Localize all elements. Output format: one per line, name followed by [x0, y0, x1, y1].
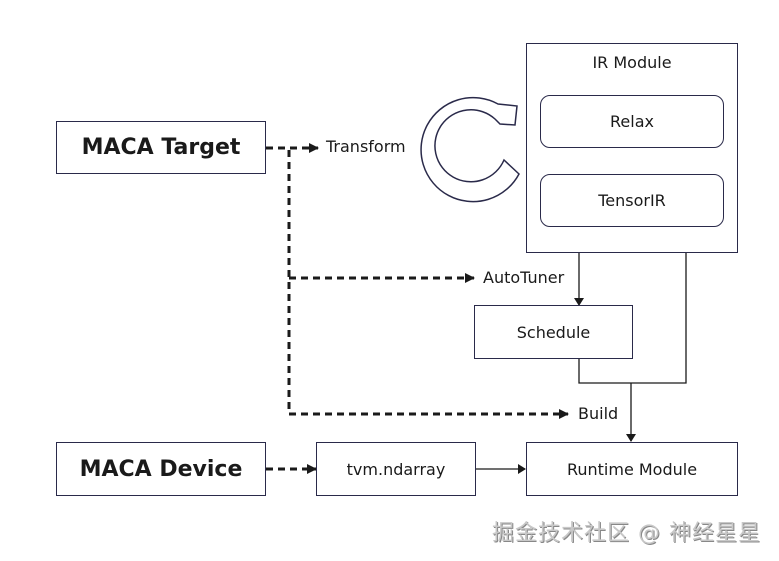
maca-device-node: MACA Device — [56, 442, 266, 496]
tvm-ndarray-label: tvm.ndarray — [346, 459, 446, 479]
schedule-label: Schedule — [516, 322, 591, 342]
tvm-ndarray-node: tvm.ndarray — [316, 442, 476, 496]
maca-target-node: MACA Target — [56, 121, 266, 174]
watermark: 掘金技术社区 @ 神经星星 — [492, 521, 761, 546]
ir-module-label: IR Module — [592, 53, 672, 72]
maca-target-label: MACA Target — [81, 135, 241, 160]
edge-schedule-join — [578, 358, 631, 384]
edge-irmodule-bypass — [631, 252, 687, 384]
runtime-module-label: Runtime Module — [566, 459, 698, 479]
relax-node: Relax — [540, 95, 724, 148]
transform-label: Transform — [326, 137, 406, 156]
tensorir-node: TensorIR — [540, 174, 724, 227]
build-label: Build — [578, 404, 619, 423]
maca-device-label: MACA Device — [79, 456, 243, 482]
autotuner-label: AutoTuner — [483, 268, 565, 287]
refresh-cycle-arrow-icon — [420, 96, 520, 203]
relax-label: Relax — [610, 112, 654, 131]
runtime-module-node: Runtime Module — [526, 442, 738, 496]
schedule-node: Schedule — [474, 305, 633, 359]
tensorir-label: TensorIR — [598, 191, 666, 210]
